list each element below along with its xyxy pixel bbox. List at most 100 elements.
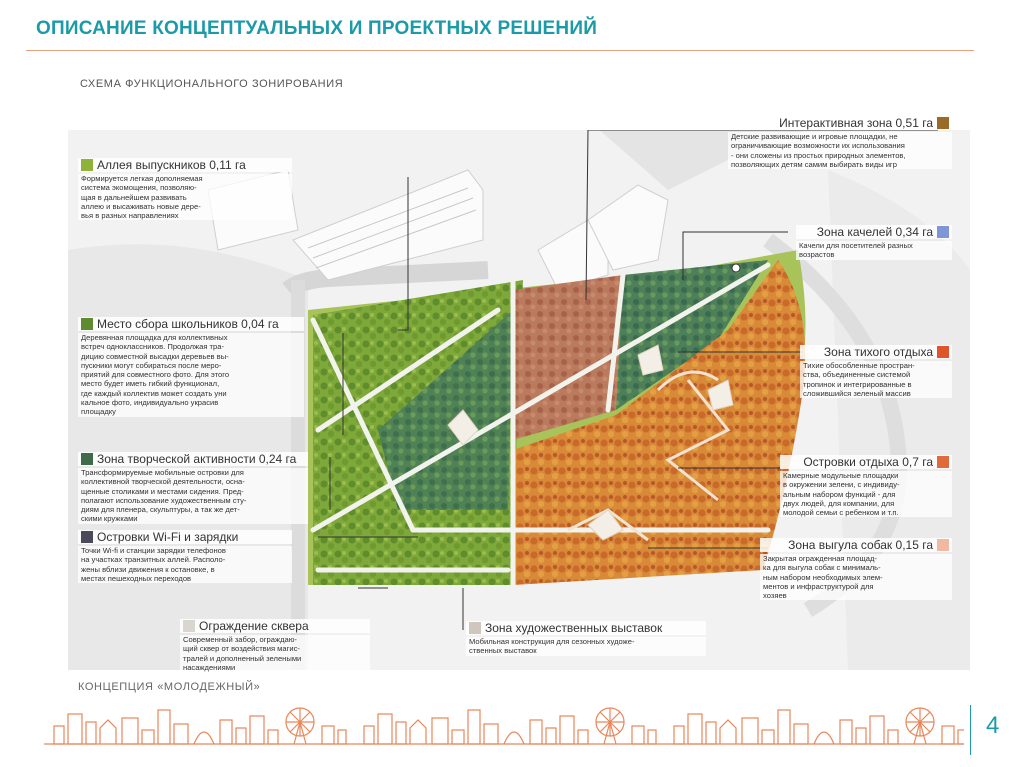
legend-interactive: Интерактивная зона 0,51 га Детские разви… — [728, 116, 952, 170]
desc-line: жены вблизи движения к остановке, в — [81, 564, 215, 574]
legend-art-title: Зона художественных выставок — [485, 621, 663, 635]
legend-wifi-title: Островки Wi-Fi и зарядки — [97, 530, 239, 544]
desc-line: Деревянная площадка для коллективных — [81, 333, 228, 342]
legend-school: Место сбора школьников 0,04 га Деревянна… — [78, 317, 304, 417]
legend-islands: Островки отдыха 0,7 га Камерные модульны… — [780, 455, 952, 518]
legend-creative-desc: Трансформируемые мобильные островки для … — [78, 468, 308, 524]
desc-line: местах пешеходных переходов — [81, 573, 192, 583]
desc-line: Формируется легкая дополняемая — [81, 174, 203, 183]
desc-line: двух людей, для компании, для — [783, 498, 895, 508]
scheme-title: СХЕМА ФУНКЦИОНАЛЬНОГО ЗОНИРОВАНИЯ — [80, 78, 344, 90]
desc-line: место будет иметь гибкий функционал, — [81, 379, 220, 389]
desc-line: щий сквер от воздействия магис- — [183, 644, 300, 654]
legend-swings: Зона качелей 0,34 га Качели для посетите… — [796, 225, 952, 260]
legend-dogs: Зона выгула собак 0,15 га Закрытая ограж… — [760, 538, 952, 601]
legend-wifi-desc: Точки Wi-fi и станции зарядки телефонов … — [78, 546, 292, 584]
legend-art-desc: Мобильная конструкция для сезонных худож… — [466, 637, 706, 656]
desc-line: Точки Wi-fi и станции зарядки телефонов — [81, 546, 226, 555]
legend-fence-desc: Современный забор, ограждаю- щий сквер о… — [180, 635, 370, 673]
page-number: 4 — [986, 712, 1000, 739]
desc-line: Современный забор, ограждаю- — [183, 635, 297, 644]
swatch-interactive — [937, 117, 949, 129]
desc-line: возрастов — [799, 250, 835, 260]
desc-line: дицию совместной высадки деревьев вы- — [81, 351, 229, 361]
desc-line: Качели для посетителей разных — [799, 241, 913, 250]
desc-line: ным набором необходимых элем- — [763, 572, 883, 582]
desc-line: диям для пленера, скульптуры, а так же д… — [81, 505, 240, 515]
desc-line: альным набором функций - для — [783, 489, 896, 499]
desc-line: ственных выставок — [469, 646, 537, 656]
desc-line: тропинок и интегрированные в — [803, 379, 912, 389]
desc-line: ства, объединенные системой — [803, 370, 911, 380]
desc-line: где каждый коллектив может создать уни — [81, 388, 227, 398]
legend-wifi: Островки Wi-Fi и зарядки Точки Wi-fi и с… — [78, 530, 292, 584]
legend-school-desc: Деревянная площадка для коллективных вст… — [78, 333, 304, 417]
desc-line: - они сложены из простых природных элеме… — [731, 150, 906, 160]
legend-interactive-desc: Детские развивающие и игровые площадки, … — [728, 132, 952, 170]
legend-dogs-title: Зона выгула собак 0,15 га — [788, 538, 933, 552]
desc-line: насаждениями — [183, 662, 236, 672]
desc-line: на участках транзитных аллей. Располо- — [81, 555, 226, 565]
legend-interactive-title: Интерактивная зона 0,51 га — [779, 116, 933, 130]
desc-line: Камерные модульные площадки — [783, 471, 899, 480]
swatch-wifi — [81, 531, 93, 543]
legend-quiet: Зона тихого отдыха Тихие обособленные пр… — [800, 345, 952, 399]
legend-creative-title: Зона творческой активности 0,24 га — [97, 452, 297, 466]
desc-line: молодой семьи с ребенком и т.п. — [783, 508, 899, 518]
concept-label: КОНЦЕПЦИЯ «МОЛОДЕЖНЫЙ» — [78, 681, 261, 693]
legend-creative: Зона творческой активности 0,24 га Транс… — [78, 452, 308, 524]
skyline-decoration — [44, 707, 964, 745]
desc-line: аллею и высаживать новые дере- — [81, 201, 201, 211]
swatch-dogs — [937, 539, 949, 551]
legend-dogs-desc: Закрытая огражденная площад- ка для выгу… — [760, 554, 952, 601]
page-divider — [970, 705, 971, 755]
desc-line: вья в разных направлениях — [81, 211, 179, 221]
desc-line: щенные столиками и местами сидения. Пред… — [81, 486, 244, 496]
swatch-school — [81, 318, 93, 330]
desc-line: ка для выгула собак с минималь- — [763, 563, 881, 573]
legend-fence: Ограждение сквера Современный забор, огр… — [180, 619, 370, 673]
desc-line: Детские развивающие и игровые площадки, … — [731, 132, 898, 141]
legend-islands-desc: Камерные модульные площадки в окружении … — [780, 471, 952, 518]
desc-line: коллективной творческой деятельности, ос… — [81, 477, 245, 487]
legend-quiet-desc: Тихие обособленные простран- ства, объед… — [800, 361, 952, 399]
swatch-art — [469, 622, 481, 634]
legend-school-title: Место сбора школьников 0,04 га — [97, 317, 279, 331]
legend-alley-title: Аллея выпускников 0,11 га — [97, 158, 246, 172]
desc-line: полагают использование художественным ст… — [81, 495, 247, 505]
desc-line: скими кружками — [81, 514, 138, 524]
desc-line: пускники могут собираться после меро- — [81, 360, 222, 370]
legend-swings-desc: Качели для посетителей разных возрастов — [796, 241, 952, 260]
desc-line: сложившийся зеленый массив — [803, 388, 911, 398]
swatch-swings — [937, 226, 949, 238]
swatch-islands — [937, 456, 949, 468]
title-rule — [26, 50, 974, 51]
legend-alley: Аллея выпускников 0,11 га Формируется ле… — [78, 158, 292, 221]
desc-line: щая в дальнейшем развивать — [81, 192, 187, 202]
desc-line: ограничивающие возможности их использова… — [731, 141, 905, 151]
swatch-fence — [183, 620, 195, 632]
legend-swings-title: Зона качелей 0,34 га — [816, 225, 933, 239]
legend-quiet-title: Зона тихого отдыха — [823, 345, 933, 359]
swatch-alley — [81, 159, 93, 171]
legend-islands-title: Островки отдыха 0,7 га — [803, 455, 933, 469]
desc-line: площадку — [81, 407, 116, 417]
desc-line: Закрытая огражденная площад- — [763, 554, 877, 563]
desc-line: Трансформируемые мобильные островки для — [81, 468, 244, 477]
slide-title: ОПИСАНИЕ КОНЦЕПТУАЛЬНЫХ И ПРОЕКТНЫХ РЕШЕ… — [36, 18, 598, 39]
desc-line: тралей и дополненный зелеными — [183, 653, 302, 663]
desc-line: в окружении зелени, с индивиду- — [783, 480, 900, 490]
desc-line: встреч одноклассников. Продолжая тра- — [81, 342, 224, 352]
legend-art: Зона художественных выставок Мобильная к… — [466, 621, 706, 656]
legend-alley-desc: Формируется легкая дополняемая система э… — [78, 174, 292, 221]
desc-line: система экомощения, позволяю- — [81, 183, 197, 193]
swatch-creative — [81, 453, 93, 465]
swatch-quiet — [937, 346, 949, 358]
desc-line: хозяев — [763, 591, 787, 601]
legend-fence-title: Ограждение сквера — [199, 619, 309, 633]
desc-line: позволяющих детям самим выбирать виды иг… — [731, 159, 897, 169]
desc-line: Мобильная конструкция для сезонных худож… — [469, 637, 635, 646]
desc-line: кальное фото, индивидуально украсив — [81, 398, 219, 408]
desc-line: ментов и инфраструктурой для — [763, 581, 874, 591]
desc-line: приятий для совместного фото. Для этого — [81, 370, 230, 380]
